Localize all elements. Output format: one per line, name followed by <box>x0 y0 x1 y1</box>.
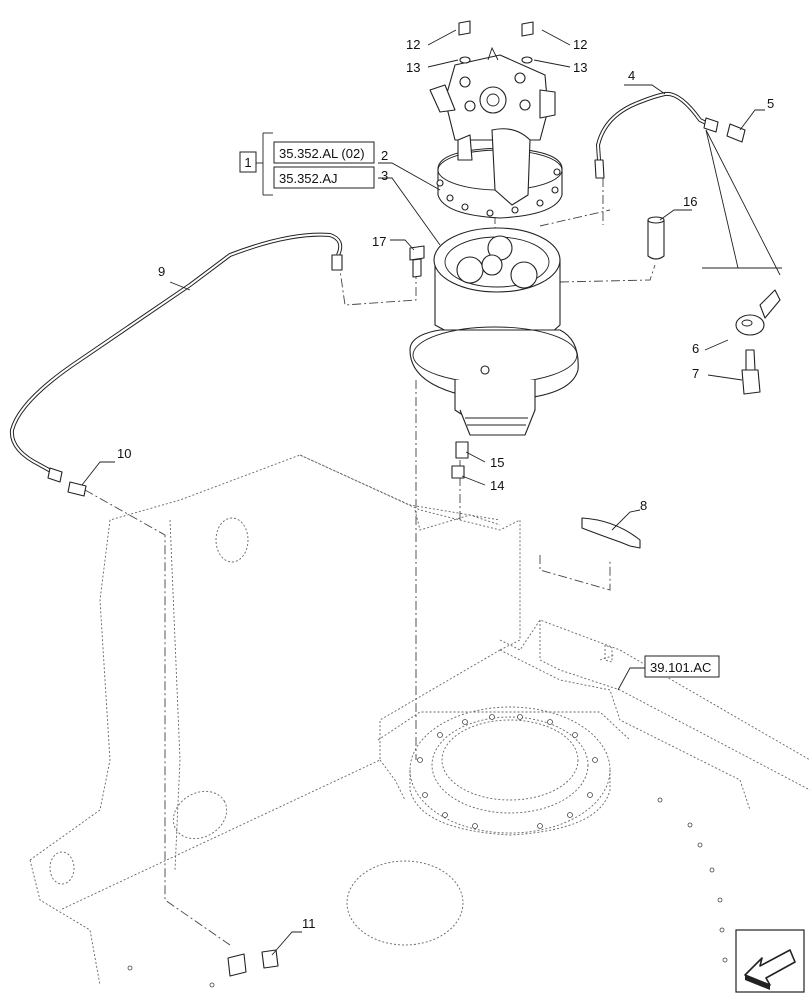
callout-13-right: 13 <box>573 60 587 75</box>
ref-aj-link[interactable]: 35.352.AJ <box>279 171 338 186</box>
motor-top-bolts <box>458 20 534 64</box>
leader-lines <box>81 29 782 956</box>
callout-labels: 12 12 13 13 2 3 4 5 6 7 8 9 10 11 14 15 … <box>117 37 774 931</box>
callout-12-right: 12 <box>573 37 587 52</box>
pin-16 <box>647 216 665 260</box>
ref-al-link[interactable]: 35.352.AL (02) <box>279 146 365 161</box>
callout-2: 2 <box>381 148 388 163</box>
fitting-5 <box>726 123 746 143</box>
upper-frame-outline <box>29 454 811 988</box>
callout-8: 8 <box>640 498 647 513</box>
arrow-left-icon[interactable] <box>735 929 805 993</box>
callout-12-left: 12 <box>406 37 420 52</box>
fitting-15 <box>455 441 469 459</box>
callout-15: 15 <box>490 455 504 470</box>
callout-9: 9 <box>158 264 165 279</box>
callout-10: 10 <box>117 446 131 461</box>
callout-3: 3 <box>381 168 388 183</box>
plug-7 <box>741 349 761 395</box>
ring-bolt-holes <box>417 714 598 829</box>
fitting-10 <box>67 481 87 497</box>
hose-9 <box>9 232 343 483</box>
cap-6 <box>735 289 781 336</box>
ref-ac-link[interactable]: 39.101.AC <box>650 660 711 675</box>
reduction-gear <box>409 227 579 436</box>
strip-8 <box>581 517 641 549</box>
frame-dots <box>127 797 728 988</box>
callout-4: 4 <box>628 68 635 83</box>
plug-14 <box>451 465 465 479</box>
group-number: 1 <box>244 155 251 170</box>
callout-14: 14 <box>490 478 504 493</box>
assembly-centerlines <box>84 178 656 946</box>
part-11 <box>227 949 279 977</box>
motor-flange-bolts <box>436 168 561 217</box>
swing-motor <box>429 46 563 219</box>
callout-16: 16 <box>683 194 697 209</box>
callout-7: 7 <box>692 366 699 381</box>
callout-17: 17 <box>372 234 386 249</box>
reference-group: 1 35.352.AL (02) 35.352.AJ 39.101.AC <box>239 141 720 678</box>
callout-13-left: 13 <box>406 60 420 75</box>
hose-4 <box>594 91 719 179</box>
callout-5: 5 <box>767 96 774 111</box>
callout-11: 11 <box>302 916 316 931</box>
callout-6: 6 <box>692 341 699 356</box>
bolt-17 <box>409 245 425 278</box>
